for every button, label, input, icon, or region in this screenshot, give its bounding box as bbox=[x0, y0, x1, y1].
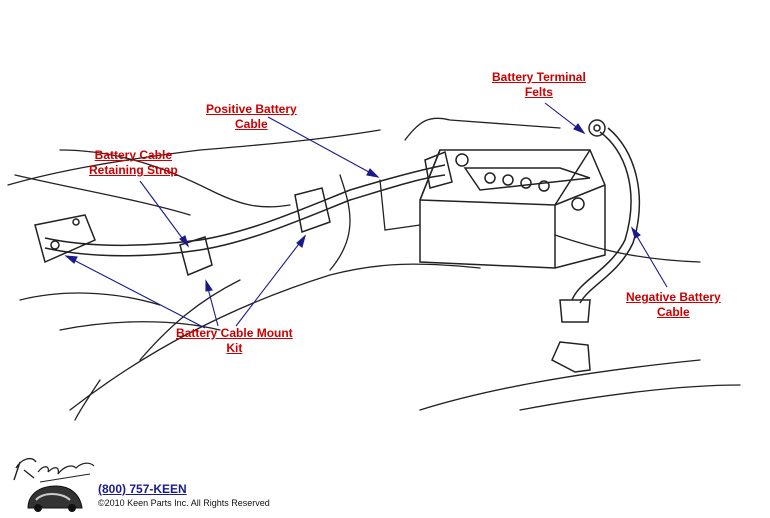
leader-mount-kit-left bbox=[65, 255, 206, 329]
leader-positive-cable bbox=[267, 116, 379, 178]
callout-battery-cable-mount-kit[interactable]: Battery Cable Mount Kit bbox=[176, 326, 293, 355]
leader-retaining-strap bbox=[139, 180, 189, 247]
leader-mount-kit-right bbox=[235, 235, 306, 327]
arrowhead-mount-kit-middle bbox=[205, 279, 213, 292]
leader-negative-cable bbox=[631, 227, 668, 288]
positive-battery-cable-drawing bbox=[34, 150, 453, 277]
callout-negative-battery-cable[interactable]: Negative Battery Cable bbox=[626, 290, 721, 319]
copyright-text: ©2010 Keen Parts Inc. All Rights Reserve… bbox=[98, 498, 270, 508]
battery bbox=[419, 149, 606, 269]
arrowhead-terminal-felts bbox=[573, 123, 586, 135]
arrowhead-mount-kit-right bbox=[296, 234, 307, 248]
keen-parts-logo bbox=[13, 457, 95, 512]
arrowhead-mount-kit-left bbox=[64, 255, 78, 264]
callout-battery-terminal-felts[interactable]: Battery Terminal Felts bbox=[492, 70, 586, 99]
callout-positive-battery-cable[interactable]: Positive Battery Cable bbox=[206, 102, 297, 131]
negative-battery-cable-drawing bbox=[551, 119, 640, 373]
callout-battery-cable-retaining-strap[interactable]: Battery Cable Retaining Strap bbox=[89, 148, 178, 177]
car-body-sketch bbox=[7, 117, 741, 421]
phone-number-link[interactable]: (800) 757-KEEN bbox=[98, 482, 187, 496]
arrowhead-positive-cable bbox=[366, 168, 380, 178]
leader-lines bbox=[64, 102, 668, 329]
arrowhead-negative-cable bbox=[630, 226, 641, 239]
arrowhead-retaining-strap bbox=[179, 235, 190, 248]
